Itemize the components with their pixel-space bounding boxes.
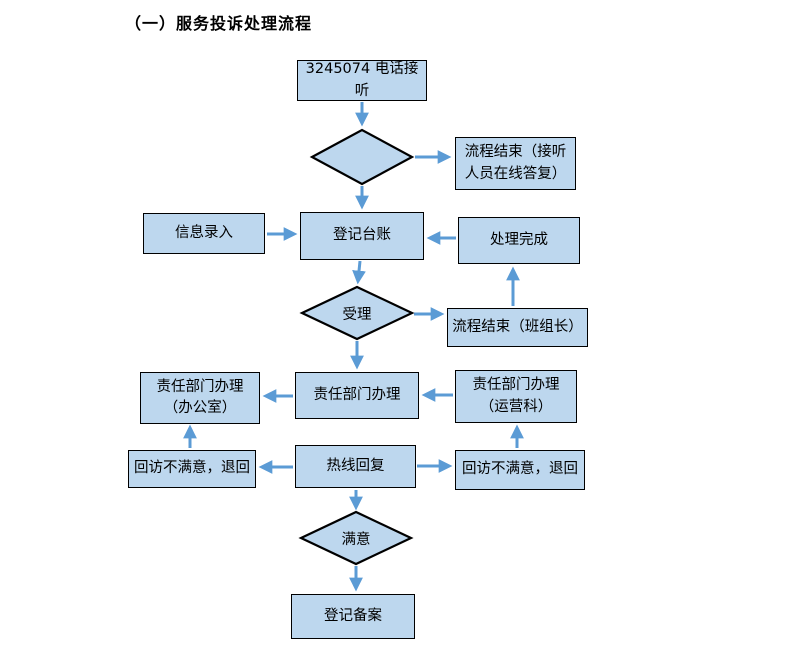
node-end-online-reply: 流程结束（接听 人员在线答复） — [455, 137, 576, 190]
node-dept-office: 责任部门办理 （办公室） — [140, 372, 260, 424]
node-return-left: 回访不满意，退回 — [128, 450, 256, 488]
node-register-file: 登记备案 — [291, 594, 415, 639]
node-phone-answer: 3245074 电话接听 — [297, 60, 427, 101]
node-register-ledger: 登记台账 — [300, 212, 424, 260]
node-end-team-leader: 流程结束（班组长） — [447, 308, 588, 347]
node-hotline-reply: 热线回复 — [295, 445, 416, 488]
triage-decision-diamond — [309, 128, 415, 186]
node-process-complete: 处理完成 — [458, 217, 580, 264]
node-dept-handle: 责任部门办理 — [295, 372, 419, 419]
arrow-ledger-to-accept — [352, 260, 366, 285]
accept-decision-label: 受理 — [342, 306, 372, 323]
accept-decision-diamond — [299, 285, 415, 341]
satisfied-decision-label: 满意 — [341, 531, 371, 548]
node-return-right: 回访不满意，退回 — [455, 450, 585, 490]
node-info-entry: 信息录入 — [143, 213, 265, 254]
page-title: （一）服务投诉处理流程 — [125, 14, 313, 33]
node-dept-operations: 责任部门办理 （运营科） — [455, 370, 577, 423]
satisfied-decision-diamond — [298, 510, 414, 566]
